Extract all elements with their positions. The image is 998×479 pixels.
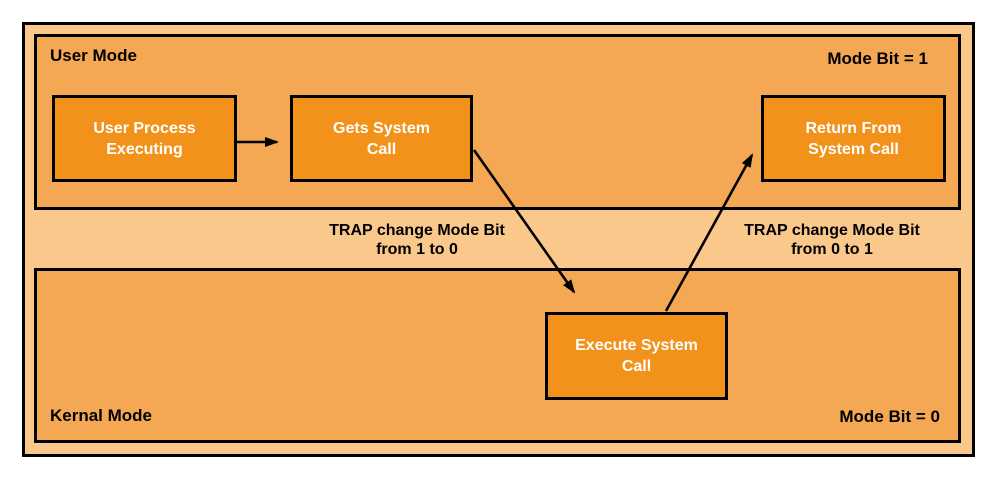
node-execute-system-call: Execute System Call [545, 312, 728, 400]
trap-annotation-0-to-1: TRAP change Mode Bit from 0 to 1 [744, 222, 920, 258]
user-mode-label: User Mode [50, 46, 137, 65]
trap-annotation-1-to-0: TRAP change Mode Bit from 1 to 0 [329, 222, 505, 258]
node-return-from-system-call: Return From System Call [761, 95, 946, 182]
kernel-mode-region: Kernal Mode Mode Bit = 0 [34, 268, 961, 443]
kernel-mode-bit-label: Mode Bit = 0 [839, 407, 940, 426]
node-gets-system-call: Gets System Call [290, 95, 473, 182]
node-user-process-executing: User Process Executing [52, 95, 237, 182]
user-mode-bit-label: Mode Bit = 1 [827, 49, 928, 68]
kernel-mode-label: Kernal Mode [50, 406, 153, 425]
